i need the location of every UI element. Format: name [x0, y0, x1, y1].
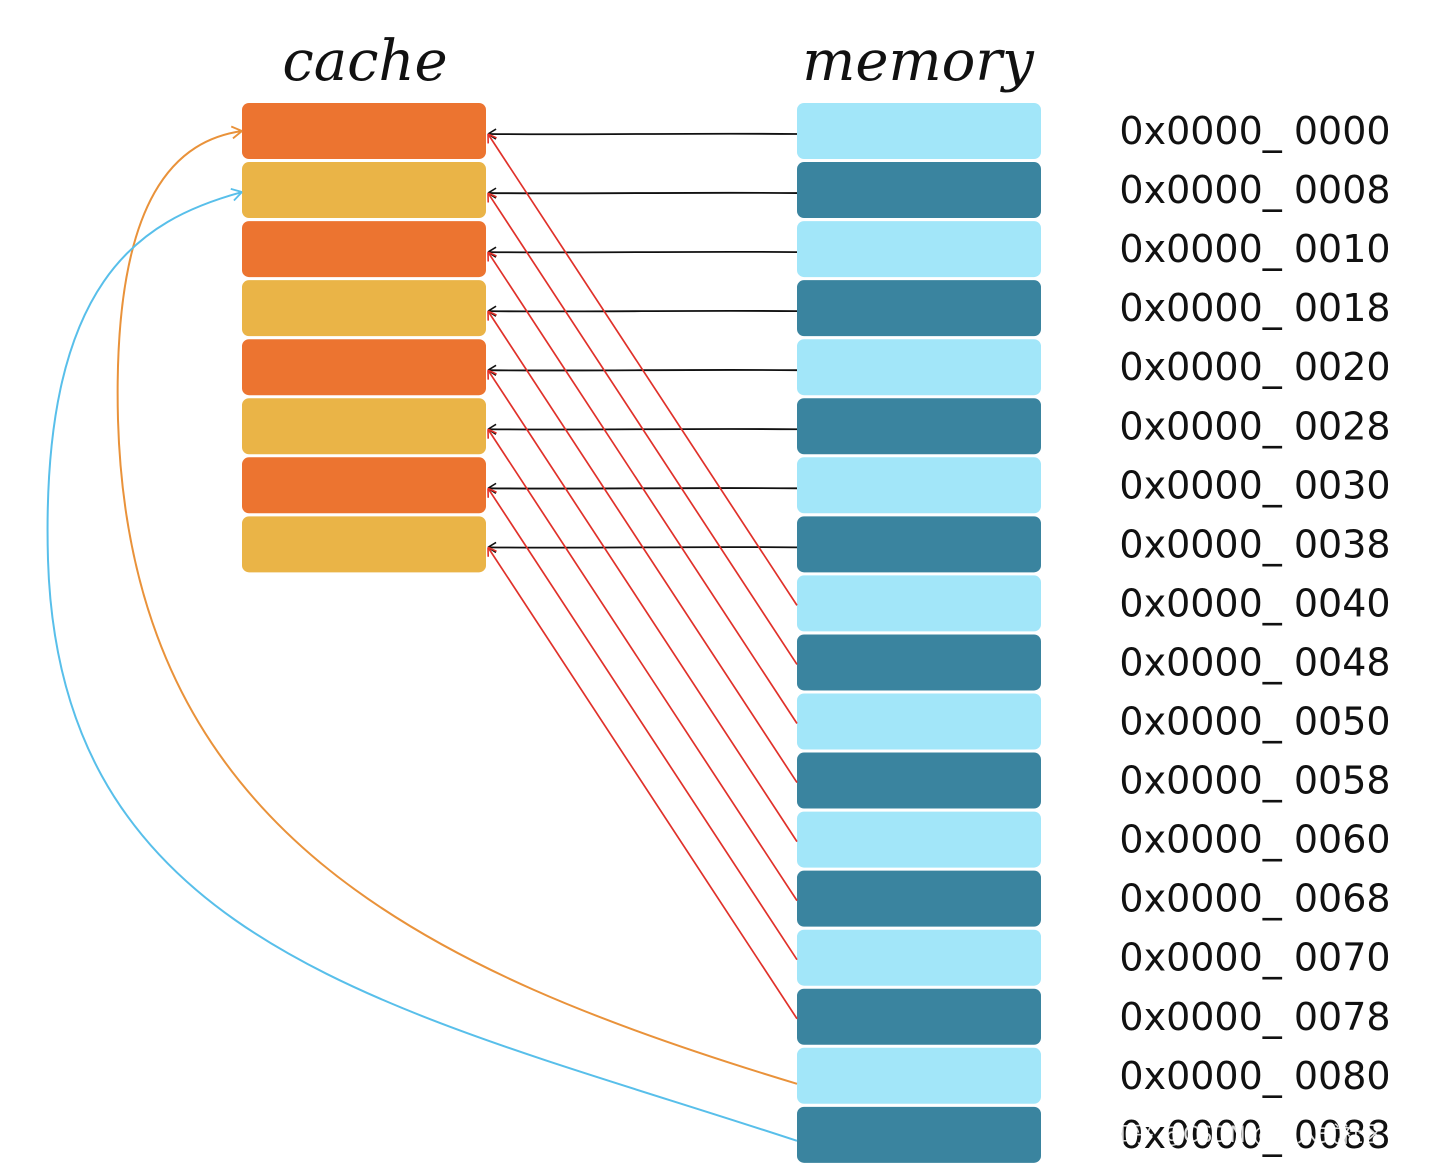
cache-line-2: [242, 221, 486, 278]
memory-address-label: 0x0000_ 0070: [1119, 936, 1390, 980]
memory-address-label: 0x0000_ 0088: [1119, 1113, 1390, 1157]
memory-block: [797, 103, 1041, 1163]
wrap-arrow-2: [487, 251, 798, 724]
memory-line-4: [797, 339, 1041, 396]
cache-title: cache: [282, 29, 447, 94]
wraparound-mapping-arrows: [487, 133, 798, 1020]
memory-line-5: [797, 398, 1041, 455]
memory-address-label: 0x0000_ 0078: [1119, 995, 1390, 1039]
memory-address-label: 0x0000_ 0000: [1119, 109, 1390, 153]
memory-line-9: [797, 634, 1041, 691]
memory-address-label: 0x0000_ 0018: [1119, 286, 1390, 330]
memory-address-label: 0x0000_ 0060: [1119, 818, 1390, 862]
memory-address-label: 0x0000_ 0030: [1119, 463, 1390, 507]
memory-line-7: [797, 516, 1041, 573]
wrap-arrow-4: [487, 369, 798, 843]
direct-arrow-7: [487, 541, 798, 554]
memory-line-8: [797, 575, 1041, 632]
cache-line-1: [242, 162, 486, 219]
memory-address-label: 0x0000_ 0058: [1119, 759, 1390, 803]
memory-address-label: 0x0000_ 0038: [1119, 522, 1390, 566]
memory-line-12: [797, 811, 1041, 868]
memory-address-label: 0x0000_ 0008: [1119, 168, 1390, 212]
cache-line-4: [242, 339, 486, 396]
orange-curve-arrow: [116, 125, 798, 1085]
memory-address-label: 0x0000_ 0010: [1119, 227, 1390, 271]
memory-line-6: [797, 457, 1041, 514]
watermark: 知乎 @CSDN @嵌入式社区: [1110, 1123, 1385, 1148]
direct-arrow-5: [487, 423, 798, 435]
memory-line-13: [797, 870, 1041, 927]
memory-line-2: [797, 221, 1041, 278]
wrap-arrow-5: [487, 428, 798, 902]
direct-mapping-arrows: [487, 128, 798, 554]
memory-line-14: [797, 929, 1041, 986]
direct-arrow-0: [487, 128, 798, 140]
wrap-arrow-0: [487, 133, 798, 606]
memory-line-17: [797, 1106, 1041, 1163]
memory-line-15: [797, 988, 1041, 1045]
cache-line-0: [242, 103, 486, 159]
cache-line-3: [242, 280, 486, 337]
wrap-arrow-3: [487, 310, 798, 784]
memory-line-11: [797, 752, 1041, 809]
memory-line-3: [797, 280, 1041, 337]
wrap-arrow-7: [487, 546, 798, 1020]
direct-arrow-3: [487, 305, 798, 317]
cache-line-6: [242, 457, 486, 514]
cache-line-5: [242, 398, 486, 455]
memory-address-label: 0x0000_ 0020: [1119, 345, 1390, 389]
memory-address-label: 0x0000_ 0068: [1119, 877, 1390, 921]
wrap-arrow-1: [487, 192, 798, 665]
blue-curve-arrow: [46, 188, 798, 1142]
address-column: 0x0000_ 0000 0x0000_ 0008 0x0000_ 0010 0x00…: [1119, 109, 1390, 1157]
wrap-arrow-6: [487, 487, 798, 961]
memory-address-label: 0x0000_ 0048: [1119, 640, 1390, 684]
memory-address-label: 0x0000_ 0040: [1119, 581, 1390, 625]
cache-line-7: [242, 516, 486, 573]
direct-arrow-2: [487, 246, 798, 258]
cache-block: [242, 103, 486, 573]
wraparound-curves: [46, 125, 798, 1142]
memory-address-label: 0x0000_ 0050: [1119, 700, 1390, 744]
memory-line-10: [797, 693, 1041, 750]
memory-address-label: 0x0000_ 0028: [1119, 404, 1390, 448]
memory-line-1: [797, 162, 1041, 219]
direct-arrow-4: [487, 364, 798, 376]
memory-title: memory: [802, 29, 1035, 94]
memory-address-label: 0x0000_ 0080: [1119, 1054, 1390, 1098]
memory-line-16: [797, 1047, 1041, 1104]
direct-arrow-6: [487, 482, 798, 495]
direct-arrow-1: [487, 187, 798, 199]
memory-line-0: [797, 103, 1041, 159]
